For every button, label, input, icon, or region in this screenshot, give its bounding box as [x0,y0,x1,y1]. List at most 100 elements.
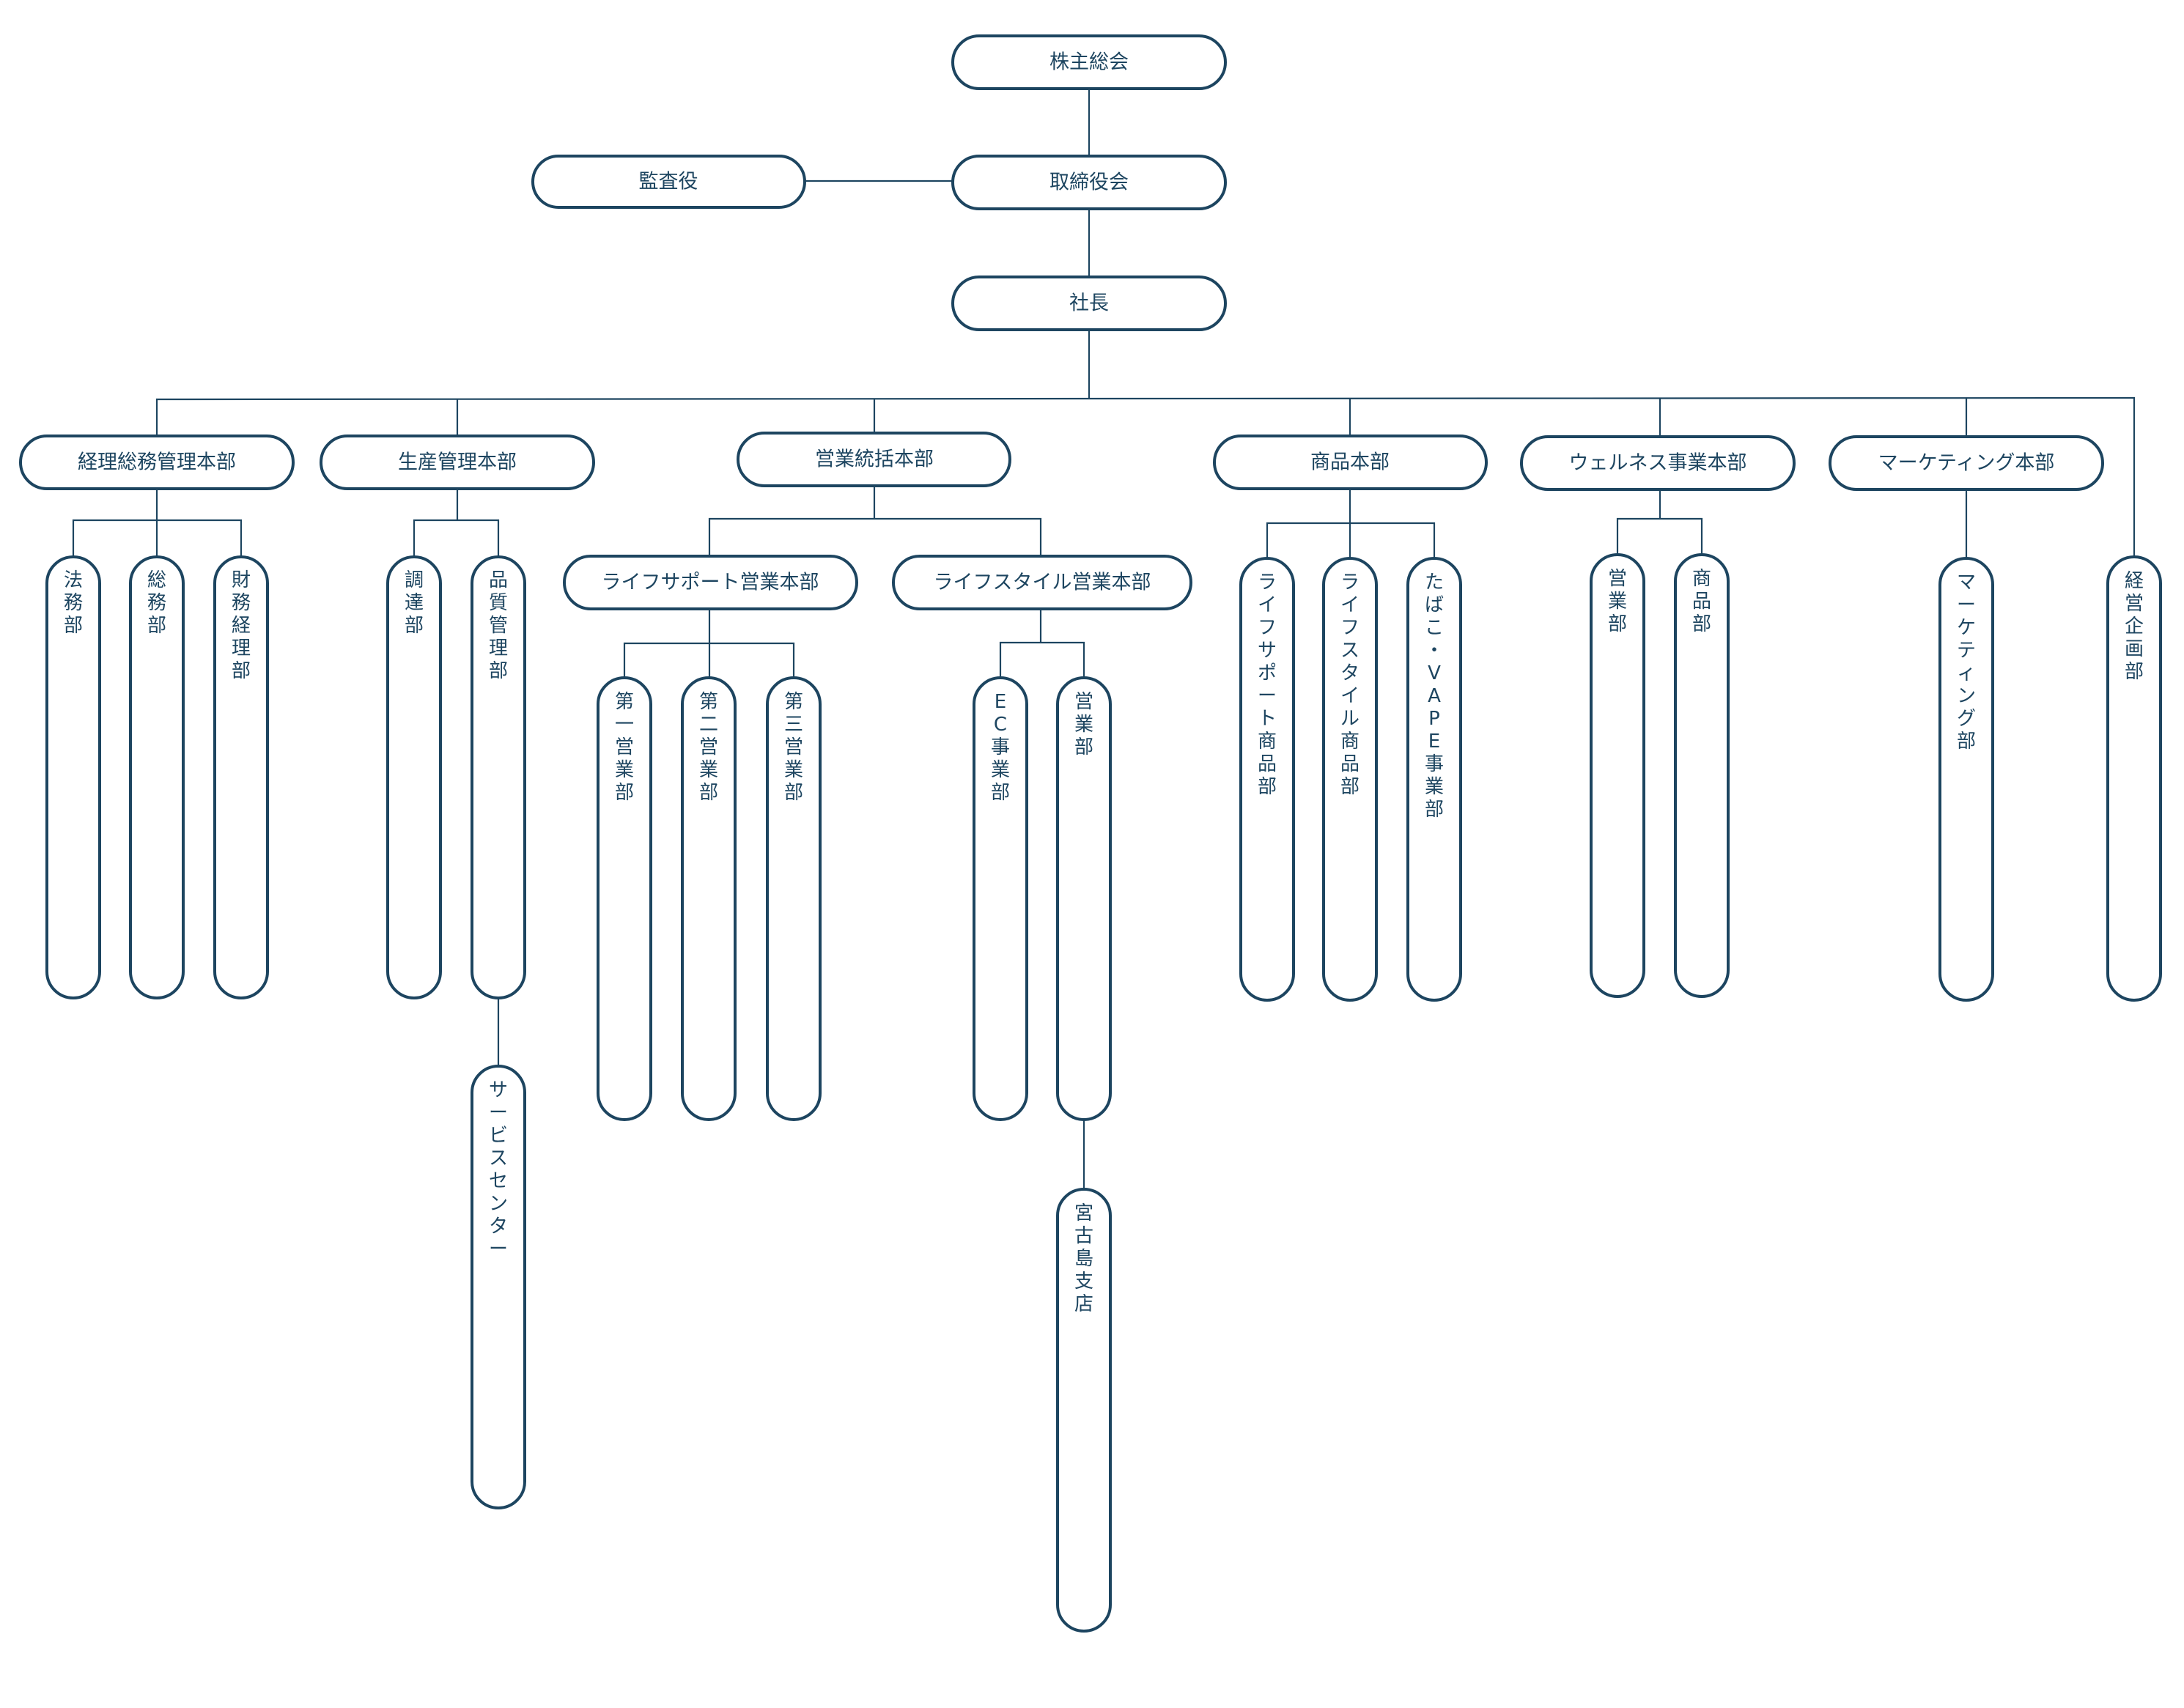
label-glyph: 営 [2125,593,2144,615]
label-glyph: 部 [1692,613,1711,635]
label-glyph: マ [1957,572,1976,594]
node-wellness-hq: ウェルネス事業本部 [1520,435,1796,491]
label-glyph: セ [489,1170,508,1192]
label-glyph: 達 [405,592,424,614]
label-glyph: 営 [784,736,803,758]
label-glyph: ポ [1258,662,1277,684]
label-glyph: 第 [615,691,634,713]
node-general-affairs: 総務部 [129,555,185,999]
label-glyph: 部 [405,615,424,637]
label-glyph: 店 [1074,1293,1093,1315]
label-glyph: 部 [1957,731,1976,753]
label-glyph: タ [1340,662,1360,684]
label-glyph: 財 [232,569,251,591]
node-label: 宮古島支店 [1074,1202,1093,1315]
label-glyph: ー [1258,685,1277,707]
node-label: 品質管理部 [489,569,508,682]
node-label: 経営企画部 [2125,570,2144,683]
label-glyph: 部 [784,782,803,804]
node-label: 第二営業部 [699,691,718,804]
node-sales2: 第二営業部 [681,676,737,1121]
node-auditor: 監査役 [531,155,806,209]
label-glyph: フ [1340,617,1360,639]
label-glyph: ば [1425,594,1444,616]
label-glyph: 務 [147,592,166,614]
label-glyph: 事 [1425,753,1444,775]
label-glyph: グ [1957,708,1976,730]
label-glyph: サ [1258,640,1277,662]
label-glyph: 二 [699,714,718,736]
node-label: ライフスタイル営業本部 [934,572,1151,594]
node-procurement: 調達部 [386,555,442,999]
label-glyph: 務 [64,592,83,614]
label-glyph: E [1428,731,1440,753]
label-glyph: ー [489,1238,508,1260]
label-glyph: 法 [64,569,83,591]
node-wellness-products: 商品部 [1674,553,1730,998]
label-glyph: ル [1340,708,1360,730]
label-glyph: ラ [1258,572,1277,594]
label-glyph: 品 [1340,753,1360,775]
node-finance-hq: 経理総務管理本部 [19,435,295,490]
label-glyph: 業 [1074,714,1093,736]
node-legal: 法務部 [45,555,101,999]
node-finance: 財務経理部 [213,555,269,999]
node-shareholders: 株主総会 [951,34,1227,90]
label-glyph: E [995,691,1006,713]
label-glyph: 総 [147,569,166,591]
label-glyph: 企 [2125,615,2144,637]
label-glyph: タ [489,1216,508,1238]
label-glyph: 第 [784,691,803,713]
label-glyph: こ [1425,617,1444,639]
label-glyph: 島 [1074,1248,1093,1270]
label-glyph: 部 [1425,799,1444,821]
label-glyph: ー [489,1102,508,1124]
node-label: 商品部 [1692,568,1711,635]
node-marketing: マーケティング部 [1938,557,1994,1002]
connector-lines [72,89,2136,1189]
label-glyph: 支 [1074,1271,1093,1293]
label-glyph: 部 [147,615,166,637]
node-production-hq: 生産管理本部 [320,435,595,490]
node-label: 総務部 [147,569,166,637]
label-glyph: ラ [1340,572,1360,594]
node-board: 取締役会 [951,155,1227,210]
label-glyph: 品 [1258,753,1277,775]
label-glyph: 業 [615,759,634,781]
label-glyph: A [1428,685,1441,707]
label-glyph: 事 [991,736,1010,758]
label-glyph: 経 [232,615,251,637]
label-glyph: 部 [699,782,718,804]
label-glyph: 営 [1074,691,1093,713]
node-life-support-products: ライフサポート商品部 [1239,557,1295,1002]
node-label: 調達部 [405,569,424,637]
node-label: 法務部 [64,569,83,637]
label-glyph: 業 [1608,591,1627,613]
label-glyph: 部 [64,615,83,637]
label-glyph: P [1428,708,1440,730]
label-glyph: C [994,714,1007,736]
node-label: ウェルネス事業本部 [1569,452,1747,475]
node-label: 商品本部 [1310,451,1390,474]
node-sales3: 第三営業部 [766,676,822,1121]
node-label: ライフサポート商品部 [1258,572,1277,798]
label-glyph: V [1428,662,1441,684]
node-label: 株主総会 [1049,51,1129,74]
label-glyph: 管 [489,615,508,637]
label-glyph: 営 [699,736,718,758]
node-service-center: サービスセンター [471,1065,526,1509]
node-corporate-planning: 経営企画部 [2106,555,2162,1002]
label-glyph: 部 [1340,776,1360,798]
label-glyph: 部 [2125,661,2144,683]
node-wellness-sales: 営業部 [1590,553,1645,998]
label-glyph: 商 [1258,731,1277,753]
label-glyph: 三 [784,714,803,736]
label-glyph: 部 [615,782,634,804]
label-glyph: 品 [489,569,508,591]
node-lifestyle-products: ライフスタイル商品部 [1322,557,1378,1002]
label-glyph: 商 [1692,568,1711,590]
